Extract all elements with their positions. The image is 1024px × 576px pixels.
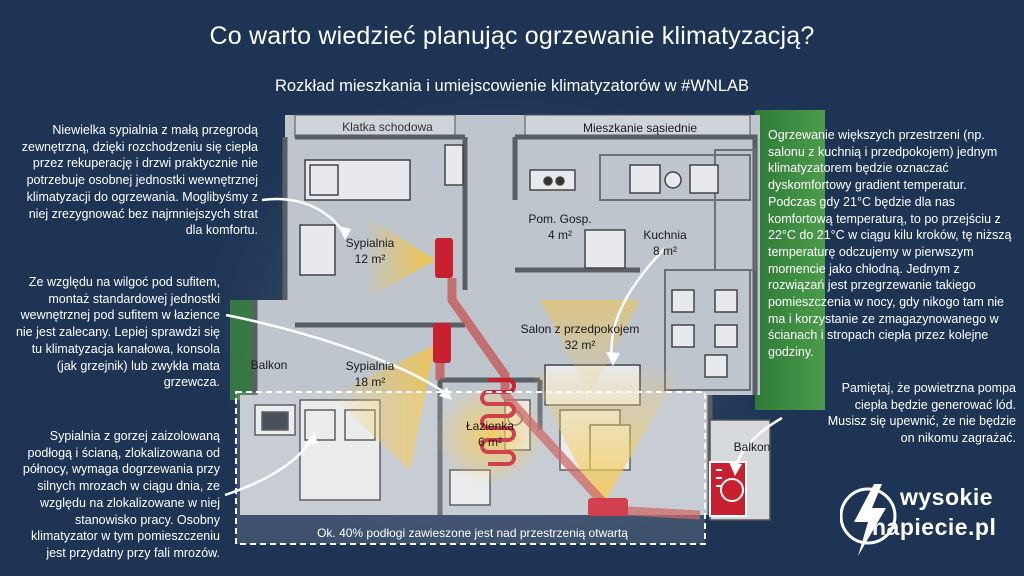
outdoor-unit xyxy=(709,461,747,517)
label-neighbor-flat: Mieszkanie sąsiednie xyxy=(582,121,698,135)
heat-cone-living xyxy=(530,370,680,510)
note-heat-pump-ice: Pamiętaj, że powietrzna pompa ciepła będ… xyxy=(827,381,1016,446)
label-kitchen: Kuchnia xyxy=(643,228,687,242)
ac-unit-living xyxy=(588,498,628,516)
heat-cone-small-bedroom xyxy=(365,215,435,300)
area-bathroom: 6 m² xyxy=(478,435,502,449)
area-kitchen: 8 m² xyxy=(653,244,677,258)
label-living: Salon z przedpokojem xyxy=(520,322,640,336)
suspended-floor-area xyxy=(235,391,706,545)
logo-line2: napiecie.pl xyxy=(872,514,997,540)
note-big-bedroom: Sypialnia z gorzej zaizolowaną podłogą i… xyxy=(22,429,220,560)
note-small-bedroom: Niewielka sypialnia z małą przegrodą zew… xyxy=(21,123,258,238)
area-small-bedroom: 12 m² xyxy=(354,252,386,266)
ac-unit-big-bedroom xyxy=(433,323,451,363)
note-bathroom: Ze względu na wilgoć pod sufitem, montaż… xyxy=(15,275,220,390)
label-small-bedroom: Sypialnia xyxy=(345,236,395,250)
note-suspended-floor: Ok. 40% podłogi zawieszone jest nad prze… xyxy=(317,526,628,540)
page-title: Co warto wiedzieć planując ogrzewanie kl… xyxy=(209,22,815,50)
label-balcony-left: Balkon xyxy=(250,358,288,372)
logo-line1: wysokie xyxy=(900,484,993,510)
ac-unit-small-bedroom xyxy=(435,238,453,278)
heat-cone-big-bedroom xyxy=(330,345,435,470)
area-big-bedroom: 18 m² xyxy=(354,375,386,389)
label-utility: Pom. Gosp. xyxy=(528,212,592,226)
lightning-bolt-icon xyxy=(840,484,897,556)
label-bathroom: Łazienka xyxy=(465,419,515,433)
label-big-bedroom: Sypialnia xyxy=(345,359,395,373)
label-balcony-right: Balkon xyxy=(733,440,771,454)
area-utility: 4 m² xyxy=(548,228,572,242)
note-living-gradient: Ogrzewanie większych przestrzeni (np. sa… xyxy=(768,128,1012,360)
garden-right xyxy=(755,110,825,410)
area-living: 32 m² xyxy=(564,338,596,352)
page-subtitle: Rozkład mieszkania i umiejscowienie klim… xyxy=(274,77,750,95)
label-stairwell: Klatka schodowa xyxy=(342,120,433,134)
